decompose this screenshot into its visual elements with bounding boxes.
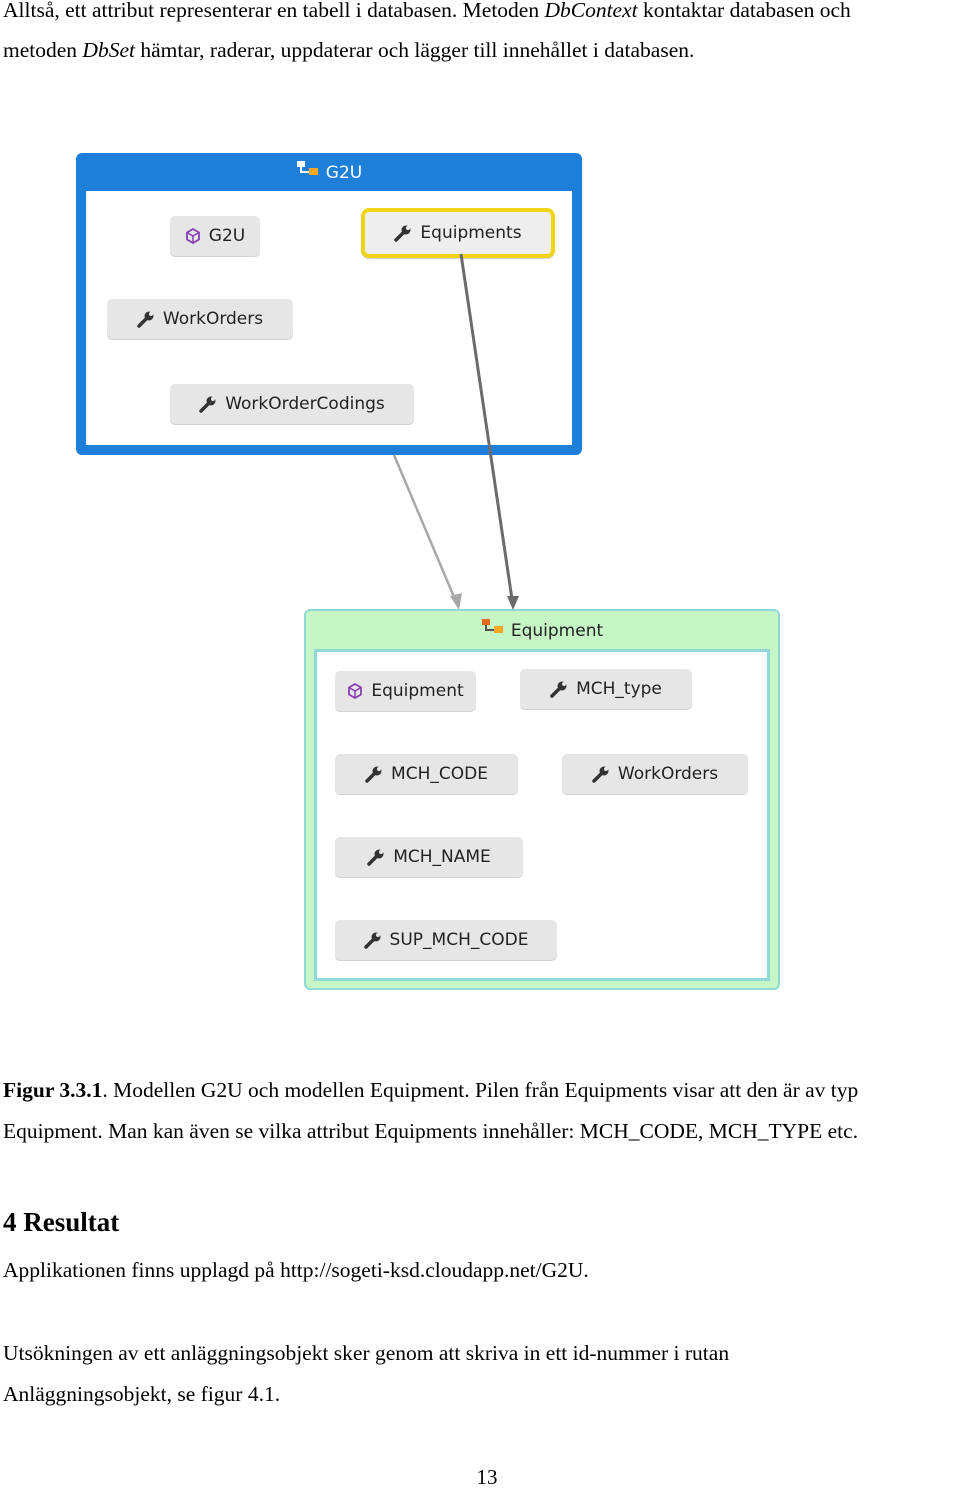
node-sup-mch-code[interactable]: SUP_MCH_CODE: [335, 920, 557, 960]
relation-arrows: [392, 253, 519, 610]
node-g2u-entity[interactable]: G2U: [170, 216, 260, 256]
page-number: 13: [476, 1465, 498, 1488]
node-workorders-equipment[interactable]: WorkOrders: [562, 754, 748, 794]
paragraph-search-line-1: Utsökningen av ett anläggningsobjekt ske…: [3, 1341, 730, 1365]
wrench-icon: [365, 765, 383, 783]
wrench-icon: [363, 931, 382, 949]
figure-caption-line-2: Equipment. Man kan även se vilka attribu…: [3, 1119, 859, 1143]
model-group-icon: [481, 617, 505, 645]
wrench-icon: [592, 765, 610, 783]
node-equipments-highlighted[interactable]: Equipments: [361, 208, 555, 258]
paragraph-url: Applikationen finns upplagd på http://so…: [3, 1258, 589, 1282]
node-mch-name[interactable]: MCH_NAME: [335, 837, 523, 877]
intro-line-2: metoden DbSet hämtar, raderar, uppdatera…: [3, 38, 695, 62]
model-group-icon: [296, 159, 320, 187]
arrowhead-dark: [507, 596, 519, 610]
wrench-icon: [550, 680, 568, 698]
figure-label: Figur 3.3.1: [3, 1078, 103, 1102]
arrow-equipments-to-equipment: [459, 253, 515, 607]
section-heading: 4 Resultat: [3, 1207, 120, 1237]
node-workorders[interactable]: WorkOrders: [107, 299, 293, 339]
wrench-icon: [199, 395, 217, 413]
equipment-group-title: Equipment: [306, 617, 778, 645]
intro-line-1: Alltså, ett attribut representerar en ta…: [3, 0, 851, 22]
g2u-group-title: G2U: [76, 159, 582, 187]
figure-caption-line-1: Figur 3.3.1. Modellen G2U och modellen E…: [3, 1078, 859, 1102]
arrow-workordercodings-to-equipment: [392, 454, 459, 605]
model-diagram: G2U G2U Equipments WorkOrders WorkOrderC…: [76, 153, 780, 990]
g2u-group: G2U: [76, 153, 582, 455]
wrench-icon: [394, 224, 412, 242]
dbset-term: DbSet: [82, 38, 135, 62]
node-workordercodings[interactable]: WorkOrderCodings: [170, 384, 414, 424]
wrench-icon: [137, 310, 155, 328]
entity-cube-icon: [185, 228, 201, 244]
entity-cube-icon: [347, 683, 363, 699]
arrowhead-light: [450, 593, 462, 610]
node-mch-type[interactable]: MCH_type: [520, 669, 692, 709]
wrench-icon: [367, 848, 385, 866]
dbcontext-term: DbContext: [544, 0, 638, 22]
node-equipment-entity[interactable]: Equipment: [335, 671, 476, 711]
paragraph-search-line-2: Anläggningsobjekt, se figur 4.1.: [3, 1382, 281, 1406]
node-mch-code[interactable]: MCH_CODE: [335, 754, 518, 794]
